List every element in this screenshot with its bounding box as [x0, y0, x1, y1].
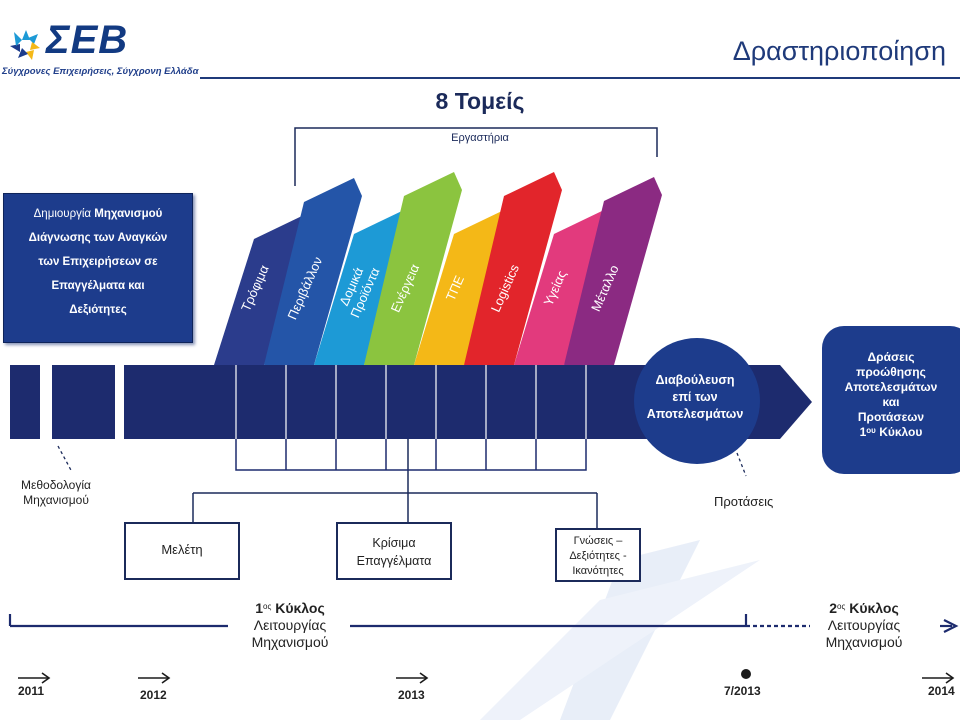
- cycle2-label: 2ος Κύκλος Λειτουργίας Μηχανισμού: [804, 600, 924, 651]
- sector-ribbon-3: [314, 210, 412, 365]
- cycle1-label: 1ος Κύκλος Λειτουργίας Μηχανισμού: [230, 600, 350, 651]
- sector-ribbon-5: [414, 210, 512, 365]
- consultation-line3: Αποτελεσμάτων: [646, 407, 744, 421]
- sector-ribbon-7: [514, 210, 612, 365]
- knowledge-skills-box: Γνώσεις – Δεξιότητες - Ικανότητες: [555, 528, 641, 582]
- cycle2-num: 2: [829, 600, 838, 616]
- year-2013: 2013: [398, 688, 425, 702]
- header-divider: [200, 77, 960, 79]
- rightbox-line6-sup: ου: [866, 426, 876, 435]
- arrow-segment-1: [10, 365, 40, 439]
- cycle2-title: Κύκλος: [849, 600, 899, 616]
- leftbox-line1-bold: Μηχανισμού: [94, 208, 163, 220]
- knowledge-line1: Γνώσεις –: [573, 535, 623, 547]
- critical-line1: Κρίσιμα: [372, 536, 416, 550]
- rightbox-line3: Αποτελεσμάτων: [844, 380, 938, 394]
- cycle2-line2: Λειτουργίας: [827, 617, 901, 633]
- leftbox-line3: των Επιχειρήσεων σε: [38, 256, 158, 268]
- study-box: Μελέτη: [124, 522, 240, 580]
- cycle2-line3: Μηχανισμού: [825, 634, 903, 650]
- rightbox-line5: Προτάσεων: [857, 410, 925, 424]
- rightbox-line2: προώθησης: [856, 365, 926, 379]
- year-2014: 2014: [928, 684, 955, 698]
- cycle1-line3: Μηχανισμού: [251, 634, 329, 650]
- milestone-dot: [741, 669, 751, 679]
- leftbox-line4: Επαγγέλματα και: [51, 280, 145, 292]
- knowledge-line2: Δεξιότητες -: [569, 550, 627, 562]
- page-title: Δραστηριοποίηση: [732, 36, 946, 66]
- year-arrow-2012: [138, 672, 171, 684]
- sector-ribbon-1: [214, 215, 312, 365]
- rightbox-line1: Δράσεις: [867, 350, 915, 364]
- workshops-label: Εργαστήρια: [451, 132, 509, 144]
- year-arrow-2011: [18, 672, 51, 684]
- consultation-line2: επί των: [672, 390, 718, 404]
- logo-tagline: Σύγχρονες Επιχειρήσεις, Σύγχρονη Ελλάδα: [2, 66, 199, 77]
- critical-line2: Επαγγέλματα: [356, 554, 432, 568]
- rightbox-line4: και: [882, 395, 900, 409]
- bottom-bracket: [235, 439, 587, 471]
- proposals-connector: [736, 452, 747, 477]
- cycle1-sup: ος: [263, 602, 272, 611]
- sector-ribbon-8: [564, 177, 662, 365]
- consultation-circle: [634, 338, 760, 464]
- year-2011: 2011: [18, 684, 45, 698]
- year-arrow-2013: [396, 672, 429, 684]
- promotion-actions-box: Δράσεις προώθησης Αποτελεσμάτων και Προτ…: [822, 326, 960, 474]
- sectors-title: 8 Τομείς: [435, 88, 525, 114]
- leftbox-line5: Δεξιότητες: [69, 304, 127, 316]
- mechanism-creation-box: Δημιουργία Μηχανισμού Διάγνωσης των Αναγ…: [3, 193, 193, 343]
- consultation-text: Διαβούλευση επί των Αποτελεσμάτων: [630, 372, 760, 423]
- sector-ribbon-4: [364, 172, 462, 365]
- sector-ribbon-2: [264, 178, 362, 365]
- cycle1-line2: Λειτουργίας: [253, 617, 327, 633]
- sector-ribbon-6: [464, 172, 562, 365]
- consultation-line1: Διαβούλευση: [655, 373, 735, 387]
- leftbox-line2: Διάγνωσης των Αναγκών: [28, 232, 168, 244]
- year-arrow-2014: [922, 672, 955, 684]
- cycle2-sup: ος: [837, 602, 846, 611]
- methodology-line1: Μεθοδολογία: [21, 478, 91, 492]
- study-label: Μελέτη: [161, 542, 203, 557]
- critical-professions-box: Κρίσιμα Επαγγέλματα: [336, 522, 452, 580]
- year-7-2013: 7/2013: [724, 684, 761, 698]
- methodology-connector: [57, 445, 73, 473]
- cycle1-title: Κύκλος: [275, 600, 325, 616]
- workshops-bracket: [294, 127, 658, 186]
- logo-wordmark: ΣΕΒ: [46, 18, 129, 62]
- methodology-line2: Μηχανισμού: [23, 493, 89, 507]
- arrow-segment-2: [52, 365, 115, 439]
- knowledge-line3: Ικανότητες: [572, 565, 624, 577]
- methodology-label: Μεθοδολογία Μηχανισμού: [6, 478, 106, 508]
- cycle1-num: 1: [255, 600, 264, 616]
- seb-logo-icon: [10, 30, 40, 60]
- leftbox-line1-pre: Δημιουργία: [33, 208, 95, 220]
- band-divisions: [235, 365, 587, 439]
- rightbox-line6-text: Κύκλου: [879, 425, 923, 439]
- rightbox-line6-num: 1: [859, 425, 867, 439]
- year-2012: 2012: [140, 688, 167, 702]
- proposals-label: Προτάσεις: [714, 494, 774, 509]
